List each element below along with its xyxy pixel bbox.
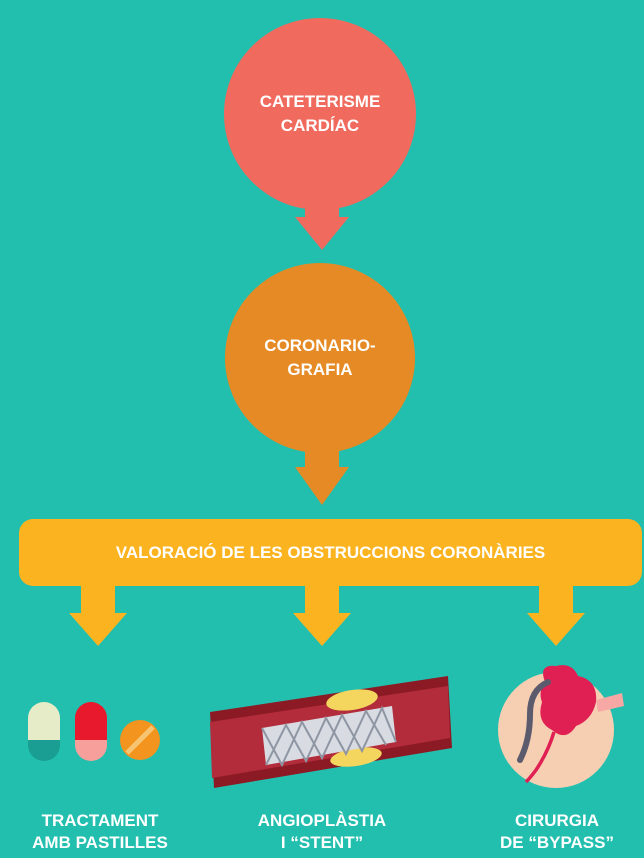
coronariografia-label-line2: GRAFIA	[287, 360, 353, 379]
option-stent-label: ANGIOPLÀSTIA I “STENT”	[222, 810, 422, 854]
arrow-to-bypass	[527, 585, 585, 646]
cateterisme-label-line1: CATETERISME	[259, 92, 381, 111]
cateterisme-node: CATETERISME CARDÍAC	[224, 18, 416, 210]
option-stent-line1: ANGIOPLÀSTIA	[257, 811, 387, 830]
option-bypass-label: CIRURGIA DE “BYPASS”	[457, 810, 644, 854]
stent-icon	[210, 676, 452, 788]
option-pills-line2: AMB PASTILLES	[32, 833, 168, 852]
option-bypass-line2: DE “BYPASS”	[500, 833, 614, 852]
arrow-to-stent	[293, 585, 351, 646]
valoracio-label: VALORACIÓ DE LES OBSTRUCCIONS CORONÀRIES	[115, 542, 546, 562]
option-pills-label: TRACTAMENT AMB PASTILLES	[0, 810, 200, 854]
coronariografia-node: CORONARIO- GRAFIA	[225, 263, 415, 453]
coronariografia-label-line1: CORONARIO-	[264, 336, 376, 355]
arrow-to-pills	[69, 585, 127, 646]
option-stent-line2: I “STENT”	[280, 833, 364, 852]
cateterisme-label-line2: CARDÍAC	[280, 116, 360, 135]
option-pills-line1: TRACTAMENT	[41, 811, 159, 830]
option-bypass-line1: CIRURGIA	[514, 811, 600, 830]
pills-icon	[28, 702, 160, 761]
heart-bypass-icon	[498, 665, 624, 788]
valoracio-node: VALORACIÓ DE LES OBSTRUCCIONS CORONÀRIES	[19, 519, 642, 586]
